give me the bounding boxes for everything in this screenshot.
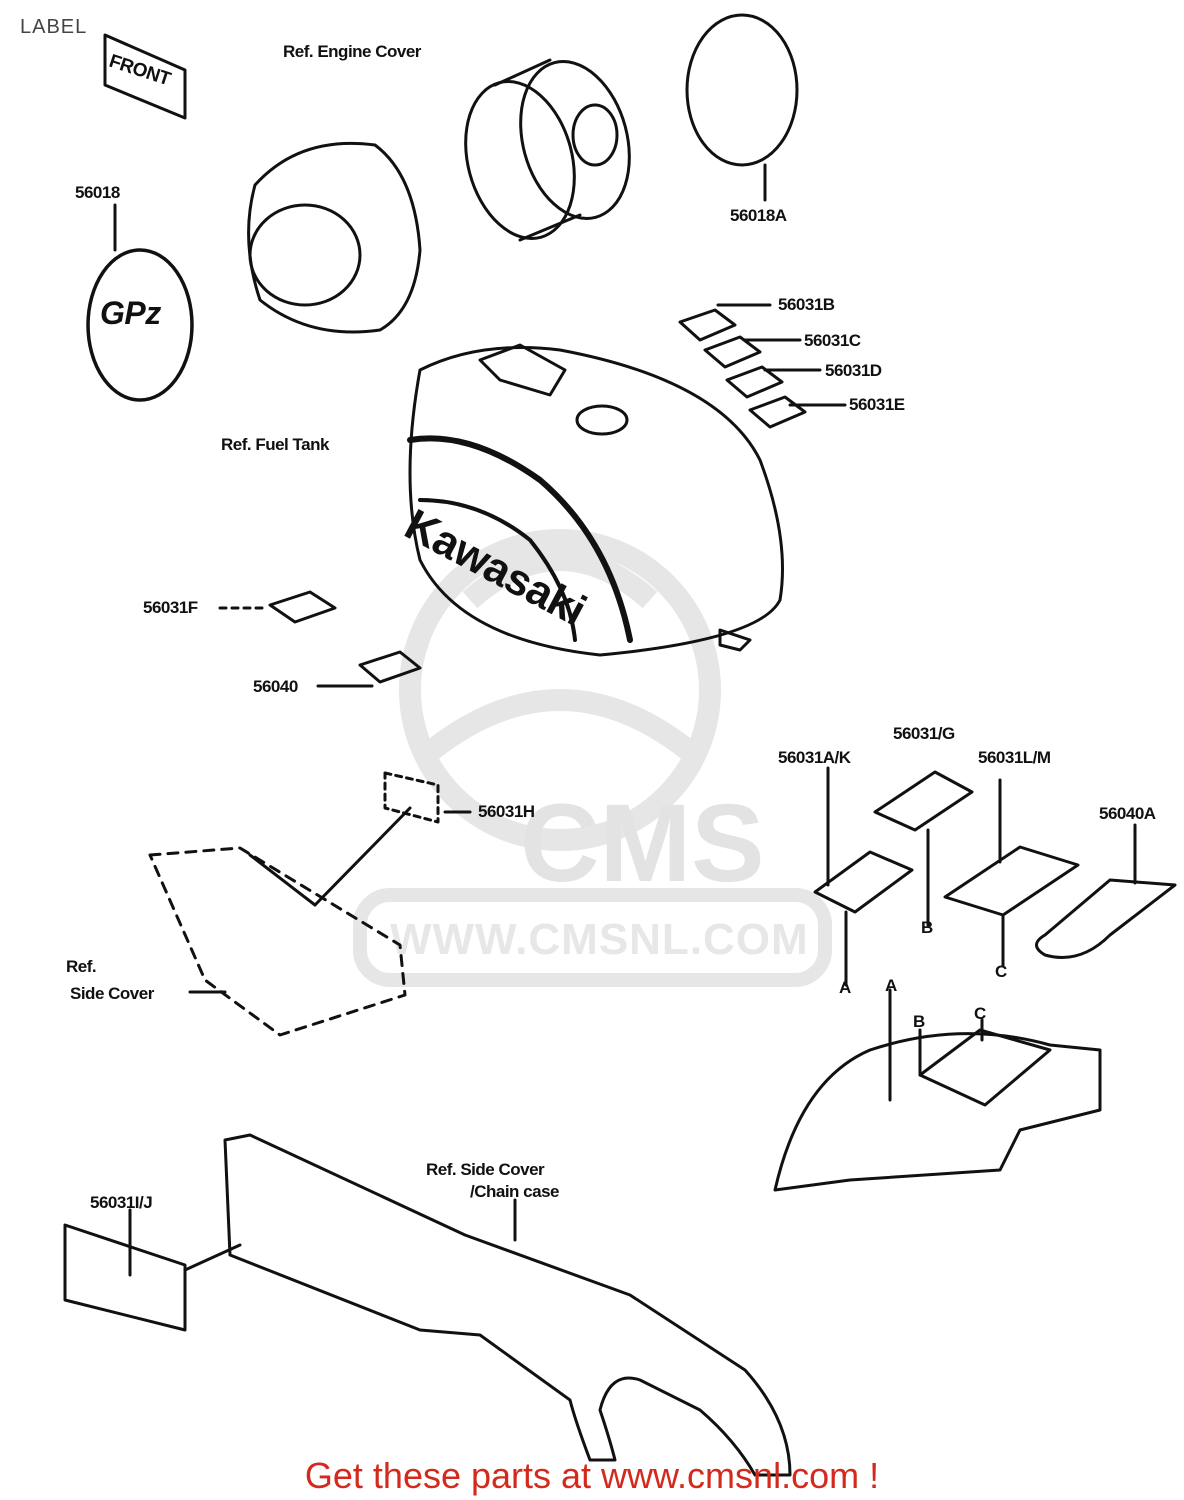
marker-c-top: C [995, 962, 1007, 981]
marker-b-top: B [921, 918, 933, 937]
callout-ref-fuel-tank: Ref. Fuel Tank [221, 435, 329, 454]
callout-56018: 56018 [75, 183, 120, 202]
callout-56040A: 56040A [1099, 804, 1156, 823]
watermark-logo-text: CMS [520, 782, 765, 905]
callout-56031G: 56031/G [893, 724, 955, 743]
callout-56031E: 56031E [849, 395, 905, 414]
callout-56018A: 56018A [730, 206, 787, 225]
callout-56031AK: 56031A/K [778, 748, 851, 767]
marker-a-top: A [839, 978, 851, 997]
callout-ref-side-cover-line1: Ref. [66, 957, 97, 976]
page-title: LABEL [20, 16, 88, 38]
callout-ref-side-cover-chain-line1: Ref. Side Cover [426, 1160, 545, 1179]
marker-a-fender: A [885, 976, 897, 995]
watermark-url: WWW.CMSNL.COM [390, 915, 809, 964]
callout-ref-side-cover-chain-line2: /Chain case [470, 1182, 560, 1201]
callout-56031F: 56031F [143, 598, 198, 617]
callout-ref-engine-cover: Ref. Engine Cover [283, 42, 421, 61]
callout-56031H: 56031H [478, 802, 535, 821]
callout-ref-side-cover-line2: Side Cover [70, 984, 154, 1003]
callout-56031C: 56031C [804, 331, 861, 350]
callout-56031D: 56031D [825, 361, 882, 380]
gpz-badge-text: GPz [100, 295, 161, 331]
callout-56031LM: 56031L/M [978, 748, 1051, 767]
marker-b-fender: B [913, 1012, 925, 1031]
callout-56040: 56040 [253, 677, 298, 696]
footer-link-text[interactable]: Get these parts at www.cmsnl.com ! [304, 1455, 880, 1496]
callout-56031IJ: 56031I/J [90, 1193, 153, 1212]
marker-c-fender: C [974, 1004, 986, 1023]
callout-56031B: 56031B [778, 295, 835, 314]
